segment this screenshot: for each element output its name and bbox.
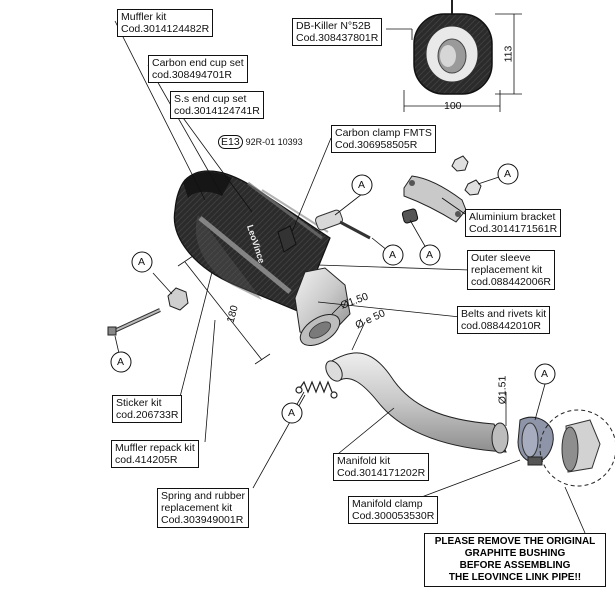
carbon-clamp-part — [277, 225, 297, 253]
callout-a-letter: A — [138, 256, 146, 268]
spring-part — [295, 380, 338, 399]
ss-end-cup — [294, 267, 351, 346]
callout-a-letter: A — [541, 368, 549, 380]
notice-line: PLEASE REMOVE THE ORIGINAL — [434, 536, 596, 547]
callout-a-letter: A — [358, 179, 366, 191]
db-killer-dimensions — [403, 13, 522, 112]
callout-a-letter: A — [117, 356, 125, 368]
db-killer-part — [413, 0, 493, 95]
notice-line: BEFORE ASSEMBLING — [459, 560, 571, 571]
muffler-body — [173, 170, 331, 313]
callout-a-letter: A — [288, 407, 296, 419]
mount-bolt — [107, 287, 189, 336]
dim-phi-clamp: Ø1.51 — [496, 375, 509, 405]
manifold-pipe — [325, 352, 509, 454]
e13-mark: E13 — [218, 135, 243, 149]
dim-db-width: 100 — [444, 100, 462, 112]
dim-db-height: 113 — [502, 45, 515, 63]
graphite-bushing-part — [539, 409, 615, 487]
notice-line: THE LEOVINCE LINK PIPE!! — [448, 572, 582, 583]
callout-a-letter: A — [426, 249, 434, 261]
manifold-clamp-part — [517, 416, 554, 466]
notice-line: GRAPHITE BUSHING — [464, 548, 566, 559]
callout-a-letter: A — [389, 249, 397, 261]
assembly-notice: PLEASE REMOVE THE ORIGINAL GRAPHITE BUSH… — [424, 533, 606, 587]
homologation-mark: E13 92R-01 10393 — [218, 135, 303, 149]
callout-a — [110, 163, 556, 424]
length-dimension — [177, 255, 271, 365]
callout-a-letter: A — [504, 168, 512, 180]
bracket-hardware — [315, 155, 482, 240]
homologation-code: 92R-01 10393 — [245, 137, 303, 147]
